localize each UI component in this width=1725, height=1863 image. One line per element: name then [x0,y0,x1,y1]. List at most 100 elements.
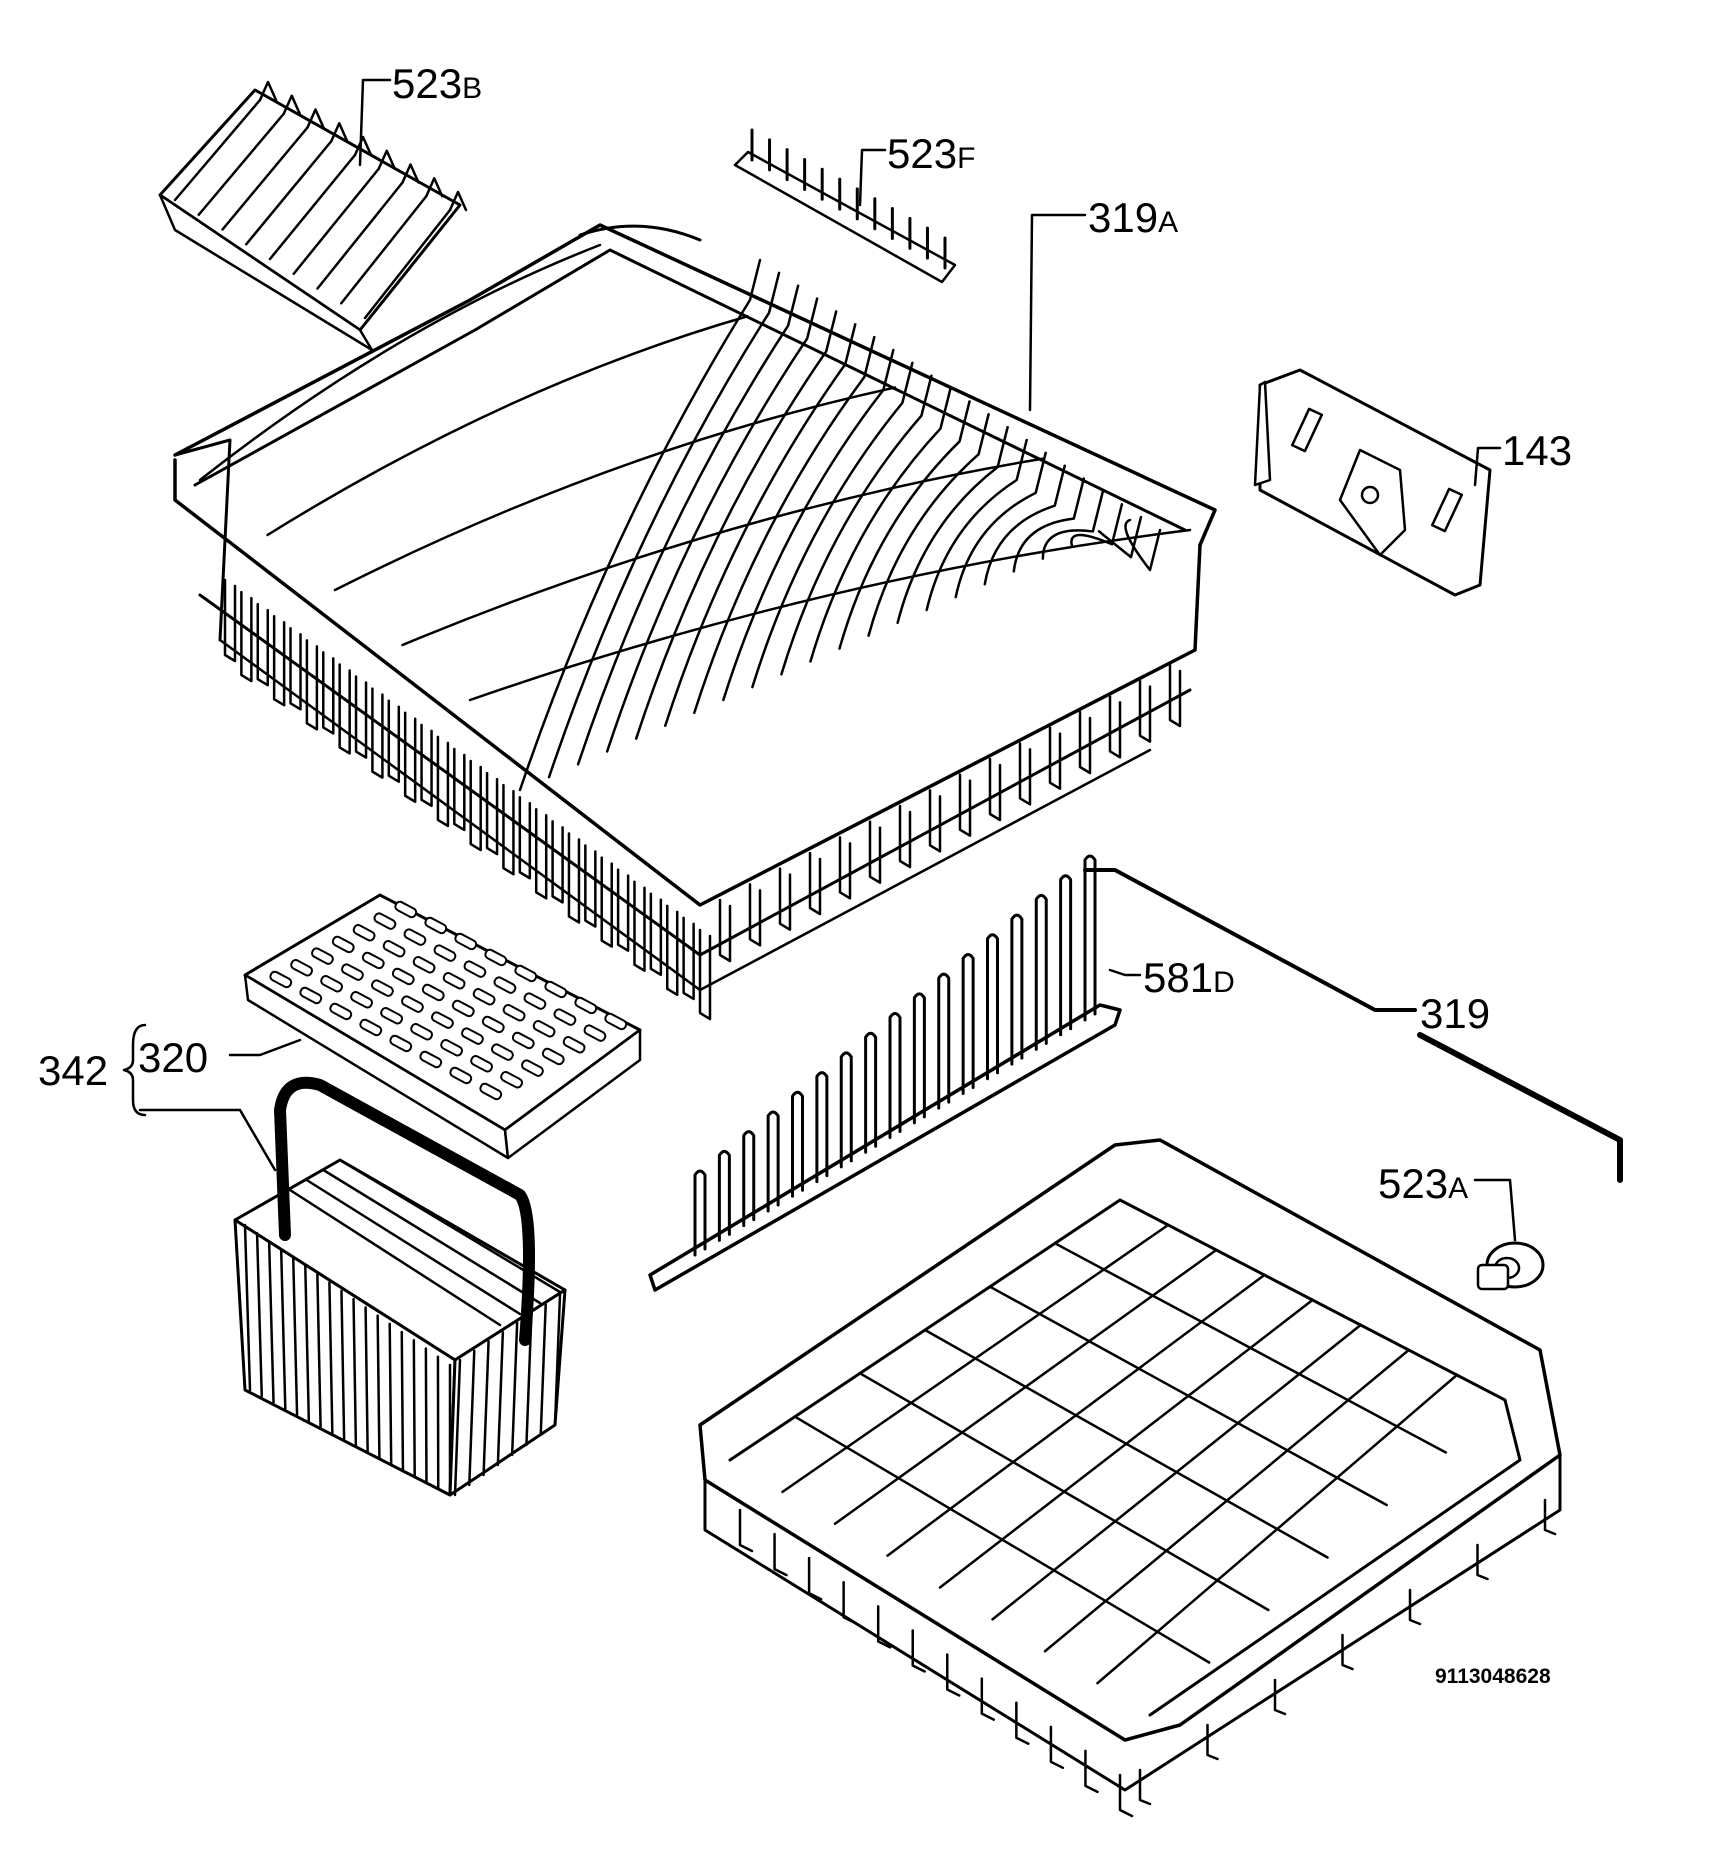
front-tine-right [1020,743,1030,804]
front-tine-right [1080,712,1090,773]
grid-rod-cross [990,1287,1387,1505]
plate-tine [781,376,931,675]
plate-tine [956,453,1046,597]
cross-rod [335,388,895,591]
tine-581d [939,974,949,1108]
front-tine [602,858,612,947]
basket-leg [1120,1775,1132,1816]
basket-leg [982,1679,994,1720]
leader-319-lower [1420,1035,1620,1180]
front-tine [536,809,546,898]
label-143: 143 [1502,427,1572,474]
front-tine-right [900,806,910,867]
plate-tine [1126,520,1161,570]
tine-581d [793,1092,803,1196]
tine-581d [719,1151,729,1240]
part-523b-plate-rack-insert [160,82,466,350]
front-tine [651,894,661,975]
mesh-bar [390,1324,391,1464]
mesh-bar [414,1340,415,1476]
plate-tine [1043,491,1103,558]
tine-581d [1085,856,1095,1020]
front-tine [340,664,350,753]
plate-tine [985,466,1065,585]
front-tine-right [1110,696,1120,757]
plate-tine [636,311,836,738]
front-tine [684,918,694,999]
tine-581d [744,1132,754,1226]
label-523f: 523F [887,130,975,177]
label-523b: 523B [392,60,482,107]
tine-581d [768,1112,778,1211]
tine-581d [841,1053,851,1167]
basket-leg-side [1275,1680,1285,1714]
tine-581d [1012,915,1022,1064]
tine-581d [695,1171,705,1255]
basket-leg [740,1510,752,1551]
mesh-bar [426,1349,427,1483]
front-tine-right [810,853,820,914]
leader-523a [1475,1180,1515,1240]
tine-581d [890,1014,900,1138]
front-tine-right [990,759,1000,820]
front-tine-right [750,884,760,945]
cross-rod [268,316,748,535]
mesh-bar [378,1316,380,1458]
label-319a: 319A [1088,194,1178,241]
front-tine-right [1050,728,1060,789]
front-tine [634,882,644,971]
front-tine [405,713,415,802]
basket-leg [844,1582,856,1623]
basket-leg-side [1343,1635,1353,1669]
leader-320 [230,1040,300,1055]
leader-523f [860,150,885,205]
front-tine [503,785,513,874]
tine-581d [1036,895,1046,1049]
plate-tine [840,401,970,648]
cross-rod [470,530,1190,700]
front-tine [471,761,481,850]
front-tine [274,616,284,705]
tine-581d [988,935,998,1079]
tine-581d [1061,876,1071,1035]
basket-leg [809,1558,821,1599]
mesh-bar [402,1332,403,1470]
front-tine [667,906,677,995]
label-523a: 523A [1378,1160,1468,1207]
leader-342 [140,1110,275,1170]
front-tine [585,846,595,927]
front-tine [569,833,579,922]
front-tine [241,592,251,681]
front-tine [618,870,628,951]
part-320-cutlery-lid [245,895,640,1158]
tine-581d [914,994,924,1123]
part-523a-basket-wheel [1478,1243,1543,1289]
grid-rod-cross [1055,1243,1446,1452]
plate-tine [1014,479,1084,572]
front-tine [438,737,448,826]
label-342: 342 [38,1047,108,1094]
leader-581d [1110,970,1140,975]
front-tine [700,930,710,1019]
tine-581d [866,1033,876,1152]
plate-tine [607,299,817,752]
front-tine-right [960,775,970,836]
tine-581d [963,954,973,1093]
part-143-height-adjuster [1255,370,1490,595]
label-581d: 581D [1143,954,1235,1001]
plate-tine [578,286,798,765]
basket-leg [775,1534,787,1575]
tine-581d [817,1073,827,1182]
front-tine-right [870,822,880,883]
front-tine-right [930,790,940,851]
front-tine [307,640,317,729]
part-319-lower-basket [700,1140,1560,1816]
front-tine-right [720,900,730,961]
front-tine-right [840,837,850,898]
basket-leg [947,1655,959,1696]
part-319a-upper-basket [175,225,1215,1019]
plate-tine [752,363,912,687]
leader-319-upper [1085,870,1415,1010]
